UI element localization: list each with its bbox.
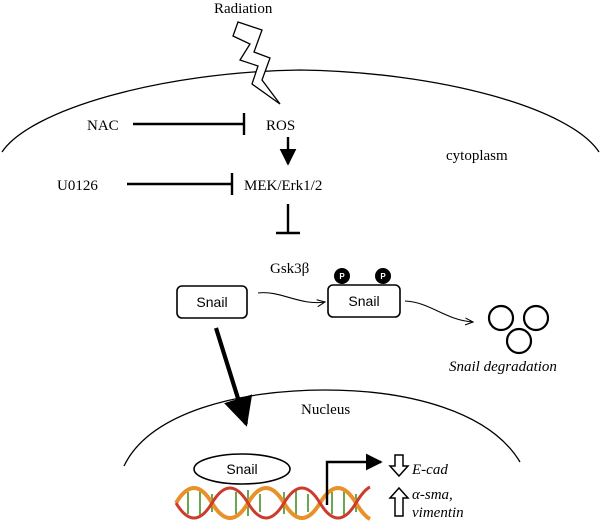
asma-label: α-sma,: [412, 487, 453, 503]
vimentin-label: vimentin: [412, 505, 464, 521]
down-arrow-icon: [388, 454, 410, 478]
gsk-label: Gsk3β: [270, 261, 309, 277]
radiation-label: Radiation: [214, 1, 273, 17]
promoter-arrow: [325, 453, 383, 505]
cytoplasm-label: cytoplasm: [446, 148, 508, 164]
snail-right-label: Snail: [348, 293, 379, 309]
degradation-arrow: [404, 300, 473, 322]
nac-label: NAC: [87, 118, 119, 134]
phospho-group-2: P: [375, 268, 391, 284]
mek-label: MEK/Erk1/2: [244, 178, 322, 194]
ecad-label: E-cad: [411, 462, 448, 478]
svg-text:P: P: [380, 272, 386, 281]
snail-nucleus-ellipse: [193, 453, 291, 485]
up-arrow-icon: [388, 486, 410, 517]
cell-membrane: [1, 69, 600, 153]
snail-nucleus-label: Snail: [226, 461, 257, 477]
nuclear-translocation-arrow: [213, 327, 253, 427]
snail-box-left: [176, 285, 248, 319]
phospho-group-1: P: [334, 268, 350, 284]
snail-degradation-label: Snail degradation: [449, 359, 557, 375]
snail-box-right: [327, 284, 401, 318]
phosphorylation-arrow: [257, 292, 325, 303]
snail-left-label: Snail: [196, 294, 227, 310]
svg-text:P: P: [339, 272, 345, 281]
dna-helix: [174, 485, 371, 521]
u0126-label: U0126: [57, 178, 98, 194]
nuclear-membrane: [123, 389, 521, 467]
nucleus-label: Nucleus: [301, 402, 350, 418]
ros-label: ROS: [266, 118, 295, 134]
degradation-circles: [487, 304, 550, 355]
lightning-icon: [232, 21, 281, 105]
